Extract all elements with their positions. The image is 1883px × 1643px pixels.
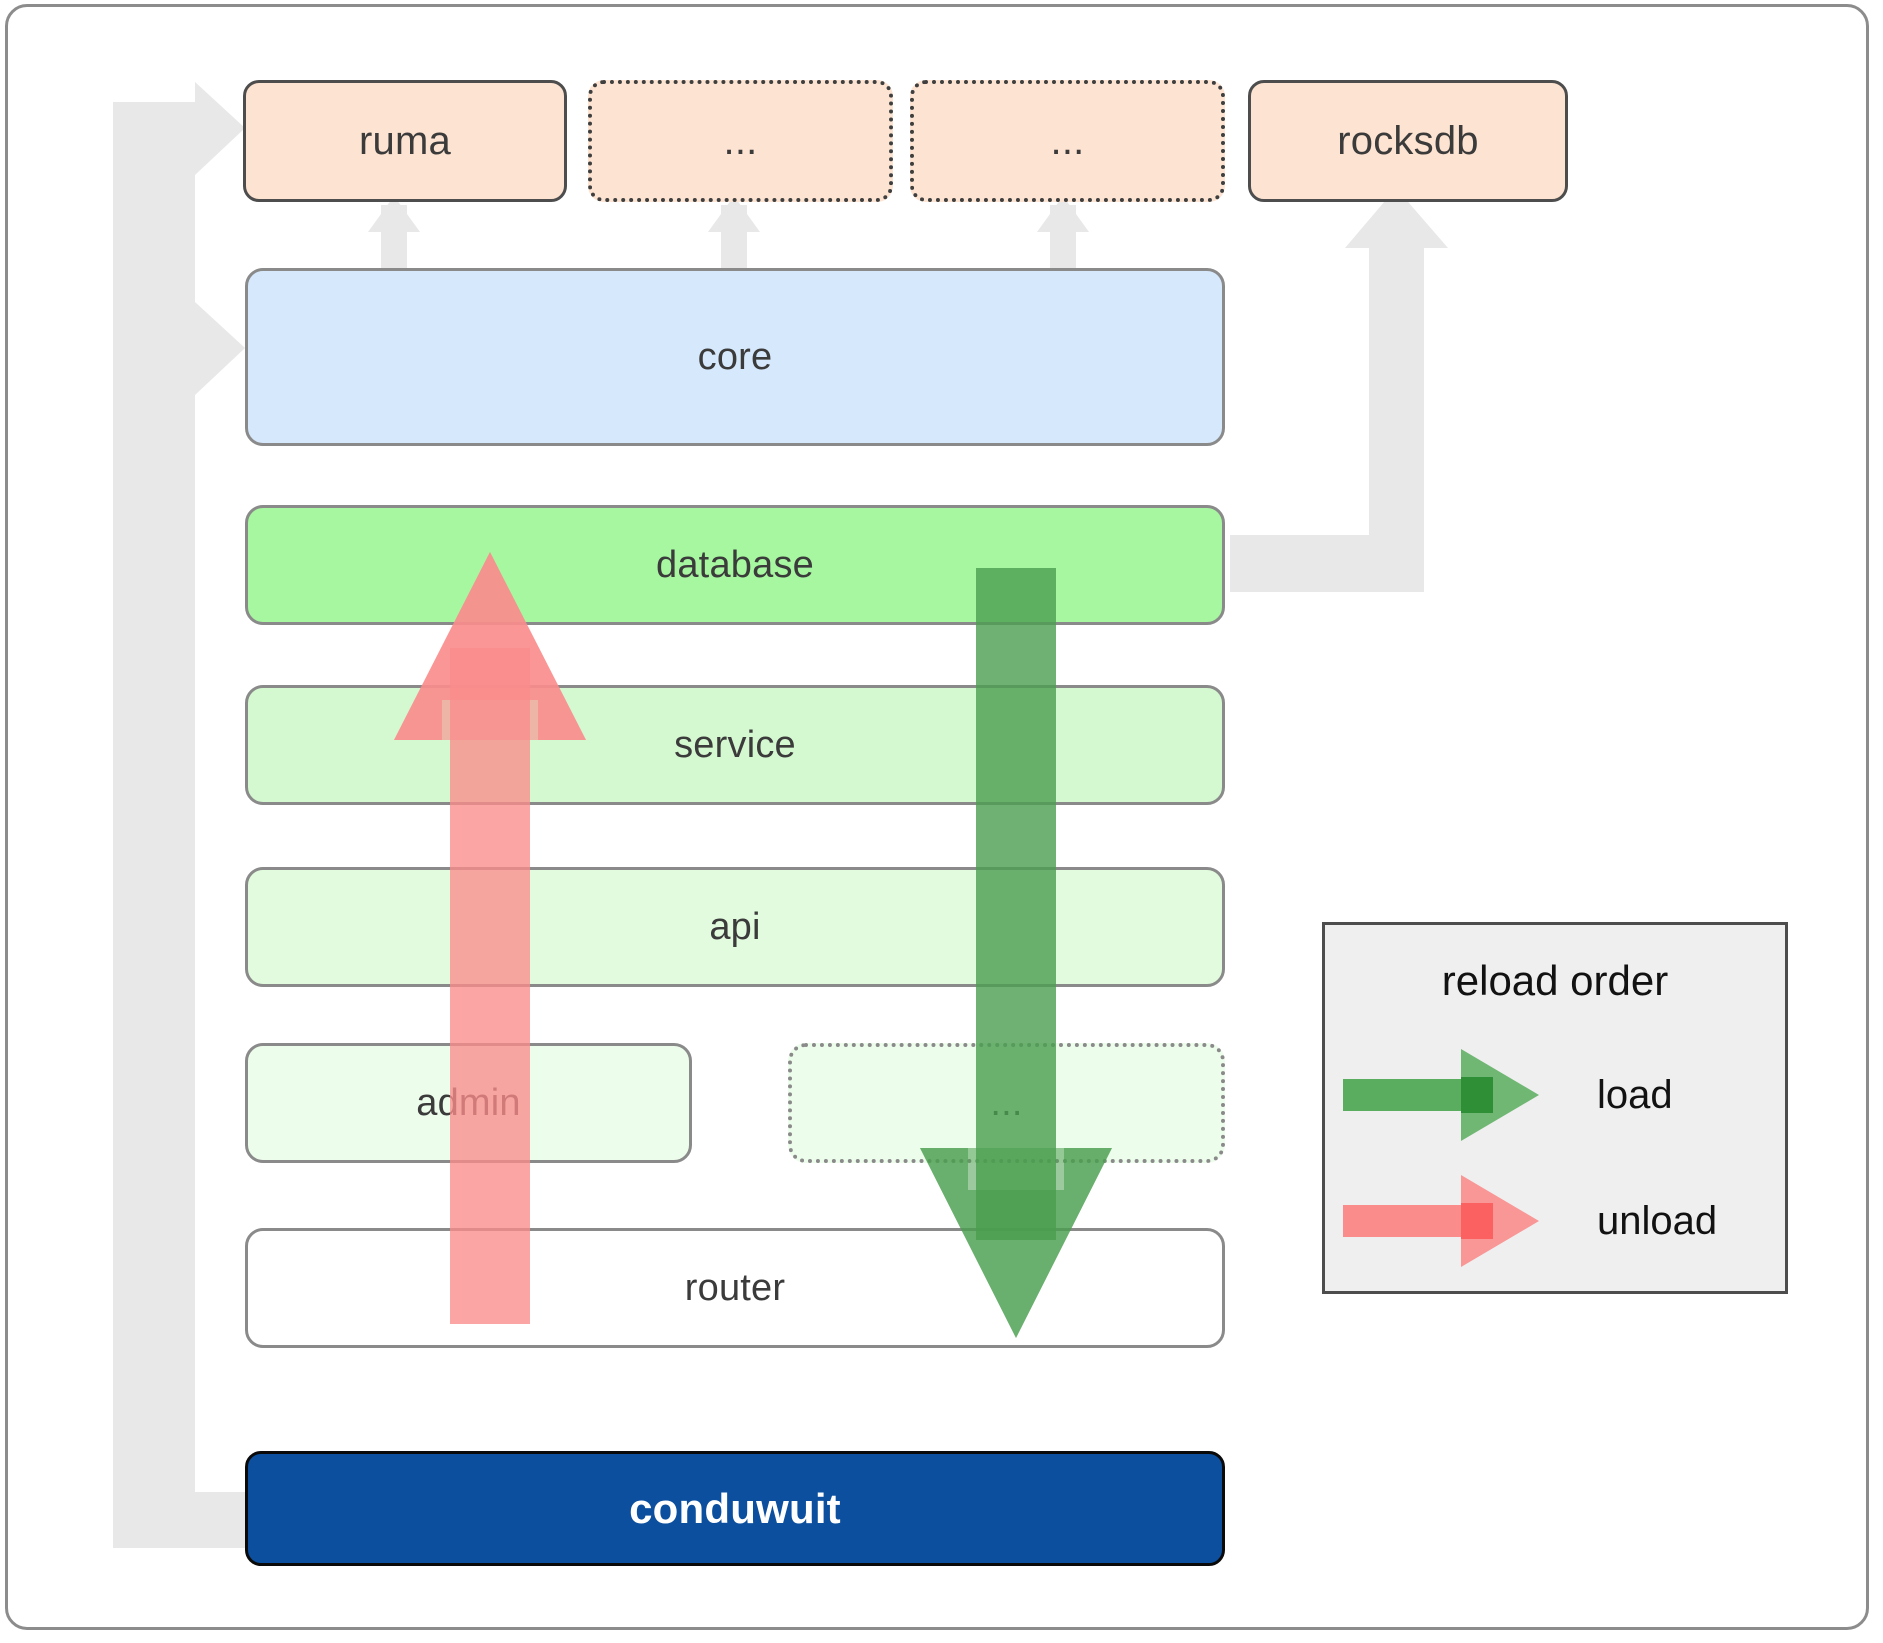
node-database[interactable]: database bbox=[245, 505, 1225, 625]
node-dependency-placeholder-2-label: ... bbox=[1050, 118, 1085, 163]
node-dependency-placeholder-1-label: ... bbox=[723, 118, 758, 163]
legend-title: reload order bbox=[1441, 957, 1669, 1004]
legend-row-unload: unload bbox=[1325, 1173, 1785, 1269]
node-core[interactable]: core bbox=[245, 268, 1225, 446]
legend-label-unload: unload bbox=[1597, 1198, 1718, 1243]
node-layer-placeholder[interactable]: ... bbox=[788, 1043, 1225, 1163]
legend-label-load: load bbox=[1597, 1072, 1673, 1117]
node-conduwuit-label: conduwuit bbox=[629, 1484, 841, 1532]
node-admin[interactable]: admin bbox=[245, 1043, 692, 1163]
node-rocksdb-label: rocksdb bbox=[1337, 118, 1479, 163]
diagram-frame bbox=[5, 4, 1869, 1630]
load-arrow-swatch bbox=[1343, 1047, 1553, 1143]
node-api[interactable]: api bbox=[245, 867, 1225, 987]
node-service-label: service bbox=[674, 723, 796, 766]
legend-row-load: load bbox=[1325, 1047, 1785, 1143]
node-admin-label: admin bbox=[416, 1081, 521, 1124]
legend-panel: reload order load unload bbox=[1322, 922, 1788, 1294]
node-ruma[interactable]: ruma bbox=[243, 80, 567, 202]
node-dependency-placeholder-1[interactable]: ... bbox=[588, 80, 893, 202]
node-ruma-label: ruma bbox=[359, 118, 451, 163]
unload-arrow-swatch bbox=[1343, 1173, 1553, 1269]
node-layer-placeholder-label: ... bbox=[990, 1081, 1023, 1124]
node-service[interactable]: service bbox=[245, 685, 1225, 805]
node-conduwuit[interactable]: conduwuit bbox=[245, 1451, 1225, 1566]
node-router-label: router bbox=[684, 1266, 786, 1309]
node-core-label: core bbox=[697, 335, 773, 378]
node-dependency-placeholder-2[interactable]: ... bbox=[910, 80, 1225, 202]
node-api-label: api bbox=[709, 905, 761, 948]
node-database-label: database bbox=[656, 543, 814, 586]
node-rocksdb[interactable]: rocksdb bbox=[1248, 80, 1568, 202]
node-router[interactable]: router bbox=[245, 1228, 1225, 1348]
